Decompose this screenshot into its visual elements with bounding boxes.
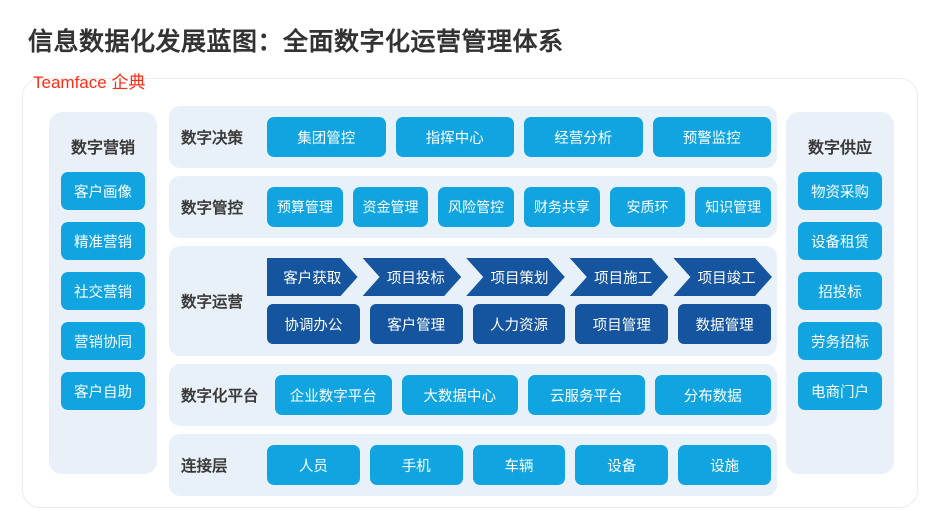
- right-panel-title: 数字供应: [807, 140, 872, 157]
- row-digital-decision: 数字决策 集团管控 指挥中心 经营分析 预警监控: [169, 106, 777, 168]
- left-panel-item-2[interactable]: 社交营销: [61, 272, 145, 310]
- chip-operations-0[interactable]: 协调办公: [267, 304, 360, 344]
- flow-step-3[interactable]: 项目施工: [570, 258, 669, 296]
- chip-control-5[interactable]: 知识管理: [695, 187, 772, 227]
- flow-step-0[interactable]: 客户获取: [267, 258, 358, 296]
- chip-connection-0[interactable]: 人员: [267, 445, 360, 485]
- flow-step-1[interactable]: 项目投标: [363, 258, 462, 296]
- right-panel-item-3[interactable]: 劳务招标: [798, 322, 882, 360]
- chip-control-0[interactable]: 预算管理: [267, 187, 343, 227]
- chip-control-1[interactable]: 资金管理: [352, 187, 429, 227]
- right-panel-item-4[interactable]: 电商门户: [798, 372, 882, 410]
- chip-decision-1[interactable]: 指挥中心: [395, 117, 514, 157]
- right-panel-item-0[interactable]: 物资采购: [798, 172, 882, 210]
- chip-control-4[interactable]: 安质环: [609, 187, 686, 227]
- diagram-card: 数字营销 客户画像 精准营销 社交营销 营销协同 客户自助 数字决策 集团管控 …: [22, 78, 918, 508]
- chip-control-3[interactable]: 财务共享: [524, 187, 600, 227]
- row-items-connection-layer: 人员 手机 车辆 设备 设施: [267, 445, 777, 485]
- left-panel-item-0[interactable]: 客户画像: [61, 172, 145, 210]
- flow-step-2[interactable]: 项目策划: [466, 258, 565, 296]
- row-label-connection-layer: 连接层: [181, 458, 228, 475]
- row-label-digital-control: 数字管控: [181, 200, 244, 217]
- chip-platform-0[interactable]: 企业数字平台: [275, 375, 392, 415]
- row-items-digital-decision: 集团管控 指挥中心 经营分析 预警监控: [267, 117, 777, 157]
- chip-decision-2[interactable]: 经营分析: [524, 117, 643, 157]
- row-label-digital-decision: 数字决策: [181, 130, 244, 147]
- chip-connection-1[interactable]: 手机: [369, 445, 463, 485]
- row-items-digital-control: 预算管理 资金管理 风险管控 财务共享 安质环 知识管理: [267, 187, 777, 227]
- chip-operations-4[interactable]: 数据管理: [678, 304, 771, 344]
- chip-platform-3[interactable]: 分布数据: [654, 375, 771, 415]
- chip-platform-1[interactable]: 大数据中心: [401, 375, 518, 415]
- row-label-digital-operations: 数字运营: [181, 294, 244, 311]
- brand-label: Teamface 企典: [33, 73, 146, 92]
- row-label-digital-platform: 数字化平台: [181, 388, 259, 405]
- left-panel-item-3[interactable]: 营销协同: [61, 322, 145, 360]
- ops-stack: 客户获取 项目投标 项目策划 项目施工 项目竣工 协调办公 客户管理 人力资源: [267, 258, 777, 344]
- chip-connection-2[interactable]: 车辆: [472, 445, 566, 485]
- chip-operations-3[interactable]: 项目管理: [575, 304, 669, 344]
- chip-operations-1[interactable]: 客户管理: [369, 304, 463, 344]
- page-title: 信息数据化发展蓝图：全面数字化运营管理体系: [28, 28, 564, 56]
- right-panel-item-2[interactable]: 招投标: [798, 272, 882, 310]
- row-items-digital-platform: 企业数字平台 大数据中心 云服务平台 分布数据: [275, 375, 777, 415]
- left-panel-item-1[interactable]: 精准营销: [61, 222, 145, 260]
- process-flow-band: 客户获取 项目投标 项目策划 项目施工 项目竣工: [267, 258, 771, 296]
- row-digital-platform: 数字化平台 企业数字平台 大数据中心 云服务平台 分布数据: [169, 364, 777, 426]
- chip-connection-3[interactable]: 设备: [575, 445, 669, 485]
- chip-decision-3[interactable]: 预警监控: [652, 117, 771, 157]
- right-panel-item-1[interactable]: 设备租赁: [798, 222, 882, 260]
- row-digital-operations: 数字运营 客户获取 项目投标 项目策划 项目施工 项目竣工 协调办公: [169, 246, 777, 356]
- chip-decision-0[interactable]: 集团管控: [267, 117, 386, 157]
- left-panel-digital-marketing: 数字营销 客户画像 精准营销 社交营销 营销协同 客户自助: [49, 112, 157, 474]
- right-panel-digital-supply: 数字供应 物资采购 设备租赁 招投标 劳务招标 电商门户: [786, 112, 894, 474]
- row-digital-control: 数字管控 预算管理 资金管理 风险管控 财务共享 安质环 知识管理: [169, 176, 777, 238]
- left-panel-title: 数字营销: [70, 140, 135, 157]
- center-column: 数字决策 集团管控 指挥中心 经营分析 预警监控 数字管控 预算管理 资金管理 …: [169, 106, 777, 496]
- row-connection-layer: 连接层 人员 手机 车辆 设备 设施: [169, 434, 777, 496]
- left-panel-item-4[interactable]: 客户自助: [61, 372, 145, 410]
- ops-chip-band: 协调办公 客户管理 人力资源 项目管理 数据管理: [267, 304, 771, 344]
- chip-platform-2[interactable]: 云服务平台: [528, 375, 645, 415]
- flow-step-4[interactable]: 项目竣工: [673, 258, 772, 296]
- chip-control-2[interactable]: 风险管控: [438, 187, 515, 227]
- chip-operations-2[interactable]: 人力资源: [472, 304, 566, 344]
- chip-connection-4[interactable]: 设施: [678, 445, 771, 485]
